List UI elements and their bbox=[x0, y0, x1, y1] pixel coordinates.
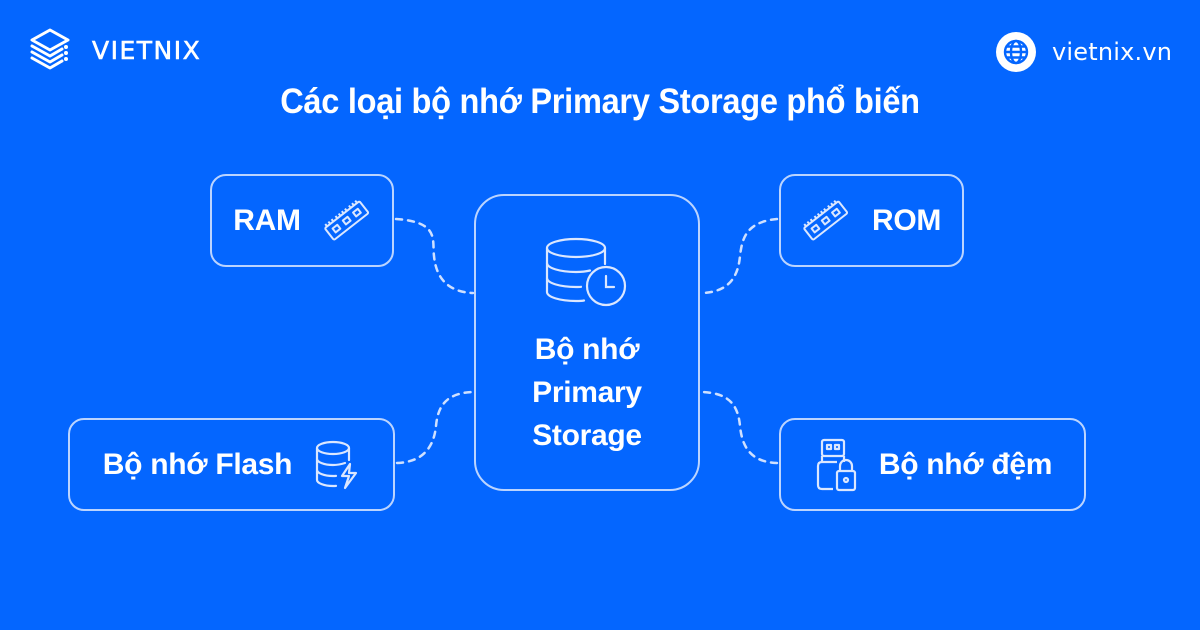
page-title: Các loại bộ nhớ Primary Storage phổ biến bbox=[280, 82, 920, 121]
edge-cache-center bbox=[700, 390, 779, 465]
center-label: Bộ nhớ Primary Storage bbox=[532, 328, 642, 457]
center-label-line: Bộ nhớ bbox=[534, 333, 640, 366]
node-label: Bộ nhớ Flash bbox=[102, 447, 293, 481]
center-label-line: Primary bbox=[532, 376, 642, 409]
node-label: ROM bbox=[871, 203, 942, 237]
vietnix-logo[interactable]: VIETNIX bbox=[28, 24, 201, 76]
database-clock-icon bbox=[544, 236, 630, 312]
edge-flash-center bbox=[395, 390, 475, 465]
node-rom: ROM bbox=[779, 174, 964, 267]
node-label: Bộ nhớ đệm bbox=[878, 447, 1053, 481]
database-lightning-icon bbox=[314, 440, 360, 490]
node-ram: RAM bbox=[210, 174, 394, 267]
logo-text: VIETNIX bbox=[92, 35, 202, 65]
website-link[interactable]: vietnix.vn bbox=[996, 32, 1172, 72]
globe-icon bbox=[996, 32, 1036, 72]
center-label-line: Storage bbox=[532, 419, 642, 452]
ram-module-icon bbox=[802, 199, 850, 243]
edge-rom-center bbox=[700, 217, 779, 295]
node-flash: Bộ nhớ Flash bbox=[68, 418, 395, 511]
edge-ram-center bbox=[394, 217, 475, 295]
stacked-server-layers-icon bbox=[28, 24, 84, 76]
node-primary-storage: Bộ nhớ Primary Storage bbox=[474, 194, 700, 491]
usb-lock-icon bbox=[813, 438, 857, 492]
ram-module-icon bbox=[323, 199, 371, 243]
website-url: vietnix.vn bbox=[1052, 38, 1173, 66]
node-cache: Bộ nhớ đệm bbox=[779, 418, 1086, 511]
node-label: RAM bbox=[233, 203, 301, 237]
